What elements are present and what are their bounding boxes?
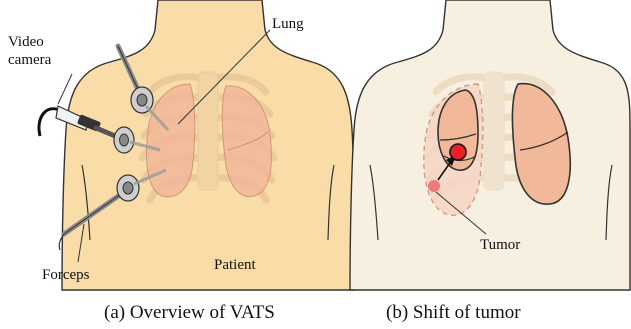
camera-leader-line: [58, 74, 72, 104]
tumor-shifted-position: [450, 144, 466, 160]
tumor-label: Tumor: [480, 237, 520, 253]
video-camera-label-line1: Video: [8, 34, 44, 50]
forceps-label: Forceps: [42, 267, 90, 283]
sternum-a: [198, 72, 218, 190]
lung-label: Lung: [272, 16, 304, 32]
caption-a: (a) Overview of VATS: [104, 302, 275, 323]
caption-b: (b) Shift of tumor: [386, 302, 521, 323]
sternum-b: [484, 72, 504, 190]
tumor-original-position: [428, 180, 440, 192]
panel-b: Tumor (b) Shift of tumor: [350, 0, 630, 323]
panel-a: Video camera Lung Forceps Patient (a) Ov…: [8, 0, 354, 323]
patient-label: Patient: [214, 257, 256, 273]
video-camera-label-line2: camera: [8, 52, 52, 68]
